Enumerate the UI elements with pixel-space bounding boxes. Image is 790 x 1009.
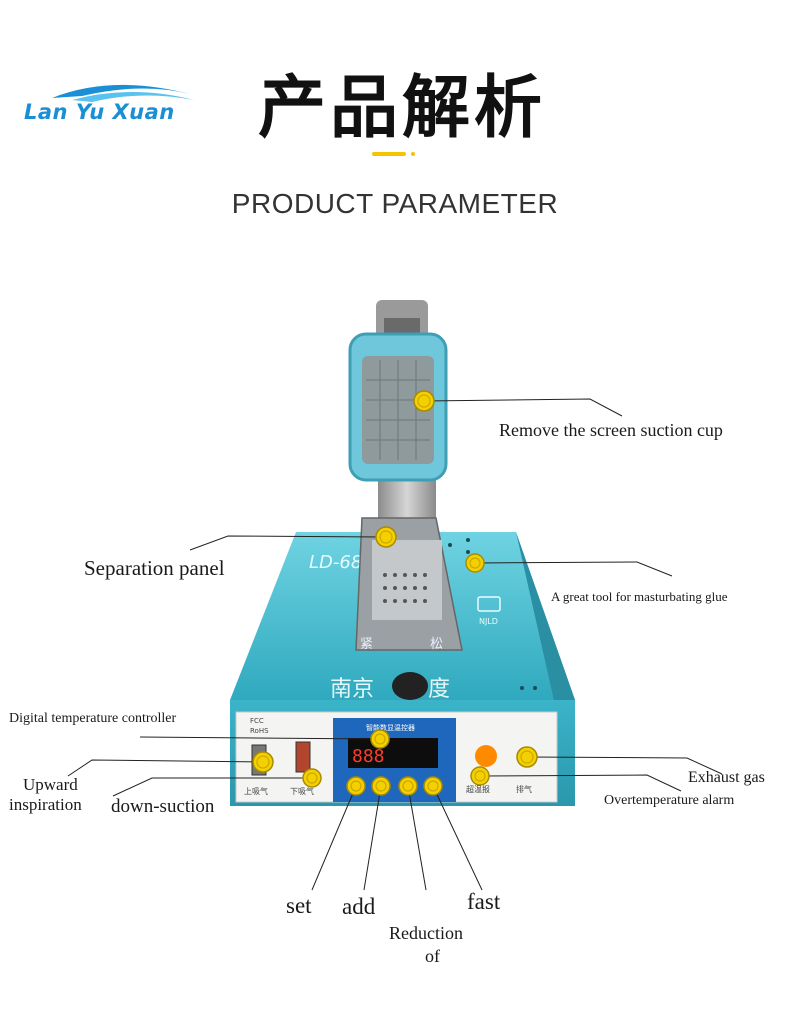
- marker-overtemp: [470, 766, 490, 786]
- marker-reduction: [398, 776, 418, 796]
- logo-text: Lan Yu Xuan: [24, 100, 175, 124]
- callout-overtemp: Overtemperature alarm: [604, 793, 735, 808]
- njld-logo-icon: [477, 596, 501, 612]
- page-title-en: PRODUCT PARAMETER: [231, 188, 559, 219]
- marker-separation-panel: [375, 526, 397, 548]
- title-divider: [372, 152, 406, 156]
- title-divider-dot: [411, 152, 415, 156]
- logo-swoosh-icon: [52, 84, 190, 98]
- svg-text:上吸气: 上吸气: [244, 786, 268, 796]
- marker-suction-cup: [413, 390, 435, 412]
- callout-separation-panel: Separation panel: [84, 556, 225, 580]
- marker-set: [346, 776, 366, 796]
- callout-reduction-2: of: [425, 946, 440, 966]
- callout-temp-controller: Digital temperature controller: [9, 711, 177, 726]
- overtemp-alarm-light: [475, 745, 497, 767]
- svg-text:RoHS: RoHS: [250, 727, 269, 735]
- svg-text:智能数显温控器: 智能数显温控器: [366, 723, 415, 732]
- marker-fast: [423, 776, 443, 796]
- marker-upward: [252, 751, 274, 773]
- svg-text:排气: 排气: [516, 784, 532, 794]
- page-title-cn: 产品解析: [258, 69, 547, 148]
- marker-exhaust: [516, 746, 538, 768]
- callout-fast: fast: [467, 889, 501, 914]
- clamp-label-left: 紧: [360, 637, 373, 652]
- callout-down-suction: down-suction: [111, 796, 215, 817]
- callout-upward-1: Upward: [23, 775, 78, 794]
- svg-text:FCC: FCC: [250, 717, 264, 725]
- front-brand-text: 南京: [330, 677, 374, 702]
- downward-switch: [295, 741, 311, 773]
- svg-text:888: 888: [352, 746, 385, 767]
- callout-reduction-1: Reduction: [389, 923, 463, 943]
- svg-text:超温报: 超温报: [466, 784, 490, 794]
- marker-glue-tool: [465, 553, 485, 573]
- controller-display: [348, 738, 438, 768]
- svg-text:下吸气: 下吸气: [290, 786, 314, 796]
- njld-text: NJLD: [479, 617, 498, 626]
- callout-exhaust: Exhaust gas: [688, 769, 765, 786]
- callout-add: add: [342, 894, 376, 919]
- callout-suction-cup: Remove the screen suction cup: [499, 420, 723, 440]
- callout-upward-2: inspiration: [9, 795, 82, 814]
- front-brand-text-2: 度: [428, 677, 450, 702]
- marker-add: [371, 776, 391, 796]
- marker-down-suction: [302, 768, 322, 788]
- brand-logo: [52, 84, 194, 102]
- adjust-knob-icon: [392, 672, 428, 700]
- model-text: LD-680: [309, 552, 374, 573]
- callout-glue-tool: A great tool for masturbating glue: [551, 589, 728, 604]
- marker-temp-controller: [370, 729, 390, 749]
- clamp-label-right: 松: [430, 637, 443, 652]
- callout-set: set: [286, 893, 312, 918]
